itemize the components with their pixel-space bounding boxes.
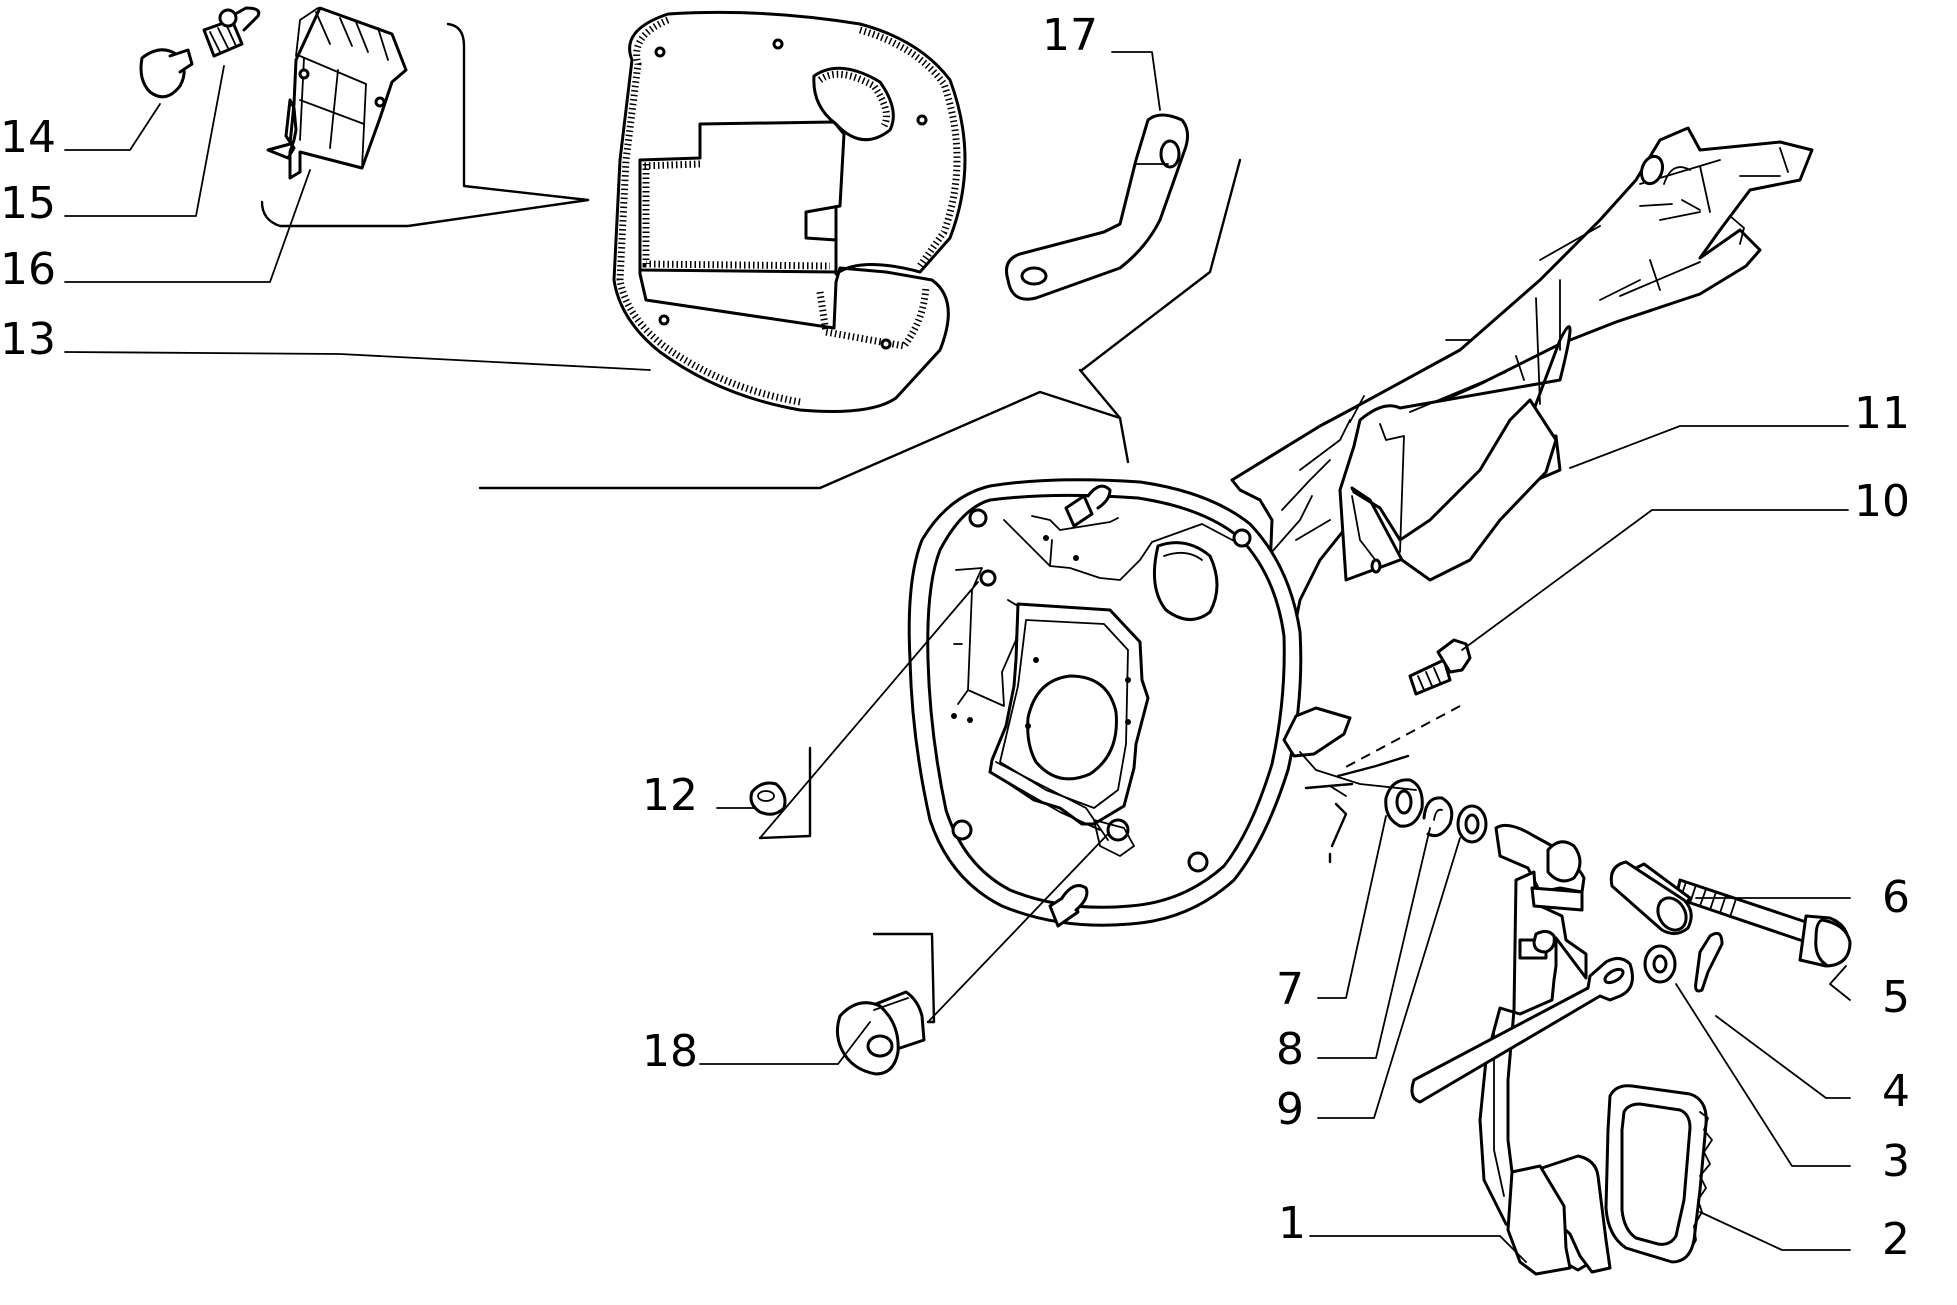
part-9-washer <box>1456 804 1488 844</box>
callout-3: 3 <box>1882 1136 1910 1187</box>
part-7-nut <box>1384 778 1424 828</box>
callout-6: 6 <box>1882 872 1910 923</box>
part-16-bracket <box>266 6 408 180</box>
callout-9: 9 <box>1276 1084 1304 1135</box>
part-6-bushing <box>1609 860 1693 935</box>
callout-labels: 14 15 16 13 17 11 10 12 18 6 5 4 3 2 1 7… <box>0 10 1910 1265</box>
callout-15: 15 <box>0 178 56 229</box>
callout-7: 7 <box>1276 964 1304 1015</box>
assembly-bracket-line-mid <box>478 390 1130 490</box>
callout-17: 17 <box>1042 10 1098 61</box>
part-4-cotter-pin <box>1694 931 1724 993</box>
part-14-cap <box>139 48 194 99</box>
part-15-pin <box>202 6 261 58</box>
assembly-bracket-line-lower-2 <box>872 932 936 1024</box>
part-10-bolt <box>1343 638 1472 769</box>
part-8-spring-washer <box>1422 796 1454 838</box>
callout-1: 1 <box>1278 1198 1306 1249</box>
callout-11: 11 <box>1854 388 1910 439</box>
callout-5: 5 <box>1882 972 1910 1023</box>
callout-10: 10 <box>1854 476 1910 527</box>
part-13-insulation-panel <box>612 10 967 413</box>
part-5-bolt <box>1674 878 1852 968</box>
assembly-bracket-line-lower-4 <box>1330 802 1348 848</box>
part-12-nut <box>749 781 787 816</box>
callout-12: 12 <box>642 770 698 821</box>
part-11-pedal-support-frame <box>1206 126 1814 722</box>
callout-13: 13 <box>0 314 56 365</box>
assembly-bracket-line-lower <box>758 746 812 840</box>
callout-14: 14 <box>0 112 56 163</box>
assembly-bracket-line-mid-2 <box>1078 158 1242 420</box>
callout-16: 16 <box>0 244 56 295</box>
callout-4: 4 <box>1882 1066 1910 1117</box>
part-3-washer <box>1643 944 1677 984</box>
pedal-backing-plate <box>907 478 1303 928</box>
callout-8: 8 <box>1276 1024 1304 1075</box>
assembly-bracket-line-lower-3 <box>1304 754 1410 864</box>
assembly-bracket-line-upper-left <box>446 22 590 202</box>
part-2-pedal-pad <box>1604 1084 1713 1264</box>
part-18-grommet <box>835 990 926 1076</box>
part-1-pedal-arm <box>1410 823 1634 1276</box>
part-17-lever <box>1005 113 1189 301</box>
assembly-bracket-line-upper-left-2 <box>260 198 590 228</box>
callout-18: 18 <box>642 1026 698 1077</box>
callout-leaders <box>64 51 1851 1263</box>
callout-2: 2 <box>1882 1214 1910 1265</box>
